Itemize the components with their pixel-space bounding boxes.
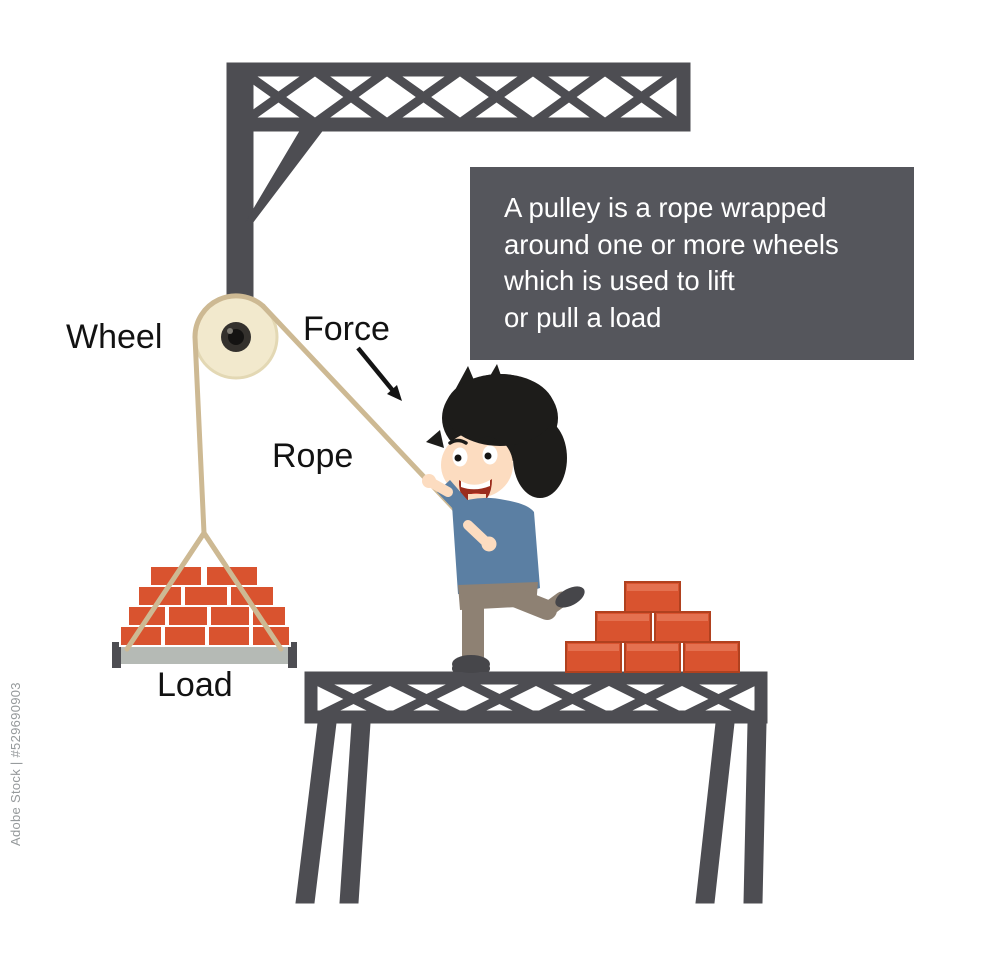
boy-upper-hand [422,474,436,488]
lower-truss-table [295,671,768,904]
pulley-hub-highlight [227,328,233,334]
definition-line: A pulley is a rope wrapped [504,192,827,223]
boy-left-leg [462,600,484,658]
definition-line: around one or more wheels [504,228,839,260]
rope-label: Rope [272,437,354,475]
platform-left-cap [112,642,121,668]
boy-figure [422,364,585,673]
lower-truss-bottom-chord [304,710,768,724]
brick-pile [565,581,740,673]
top-truss-right-cap [676,62,691,132]
stock-watermark: Adobe Stock | #529690903 [8,682,23,846]
rope-vertical [192,334,207,536]
table-leg-left-inner [339,722,371,904]
boy-left-shoe-sole [452,665,490,672]
force-arrow [356,346,402,401]
table-leg-right-inner [695,722,735,904]
force-label: Force [303,310,390,348]
sling-left-front [124,530,207,652]
lower-truss-right-cap [754,671,768,724]
load-assembly [112,530,297,668]
pulley-hub [221,322,251,352]
boy-hair-fringe [445,374,555,446]
top-truss [226,62,691,314]
top-truss-bottom-chord [229,117,691,132]
definition-line: or pull a load [504,301,662,333]
load-brick-stack [119,565,291,647]
force-arrowhead [387,385,402,401]
force-arrow-shaft [356,346,396,394]
platform-right-cap [288,642,297,668]
wheel-label: Wheel [66,318,163,356]
boy-lower-hand [481,536,497,552]
definition-box: A pulley is a rope wrapped around one or… [470,167,914,360]
boy-shirt [452,497,540,597]
load-label: Load [157,666,233,704]
crane-post [226,62,254,314]
lower-truss-top-chord [304,671,768,685]
lower-truss-left-cap [304,671,318,724]
boy-hair-tuft [426,430,444,448]
table-leg-right-outer [743,722,767,904]
boy-eyes [448,436,498,467]
boy-right-shoe [555,586,585,608]
sling-right-front [201,530,284,652]
rope-over-wheel [192,293,266,340]
definition-line: which is used to lift [504,265,735,296]
table-leg-left-outer [295,722,337,904]
load-platform [116,646,292,664]
boy-lower-arm [463,520,491,547]
top-truss-top-chord [229,62,691,77]
crane-brace [245,130,324,223]
